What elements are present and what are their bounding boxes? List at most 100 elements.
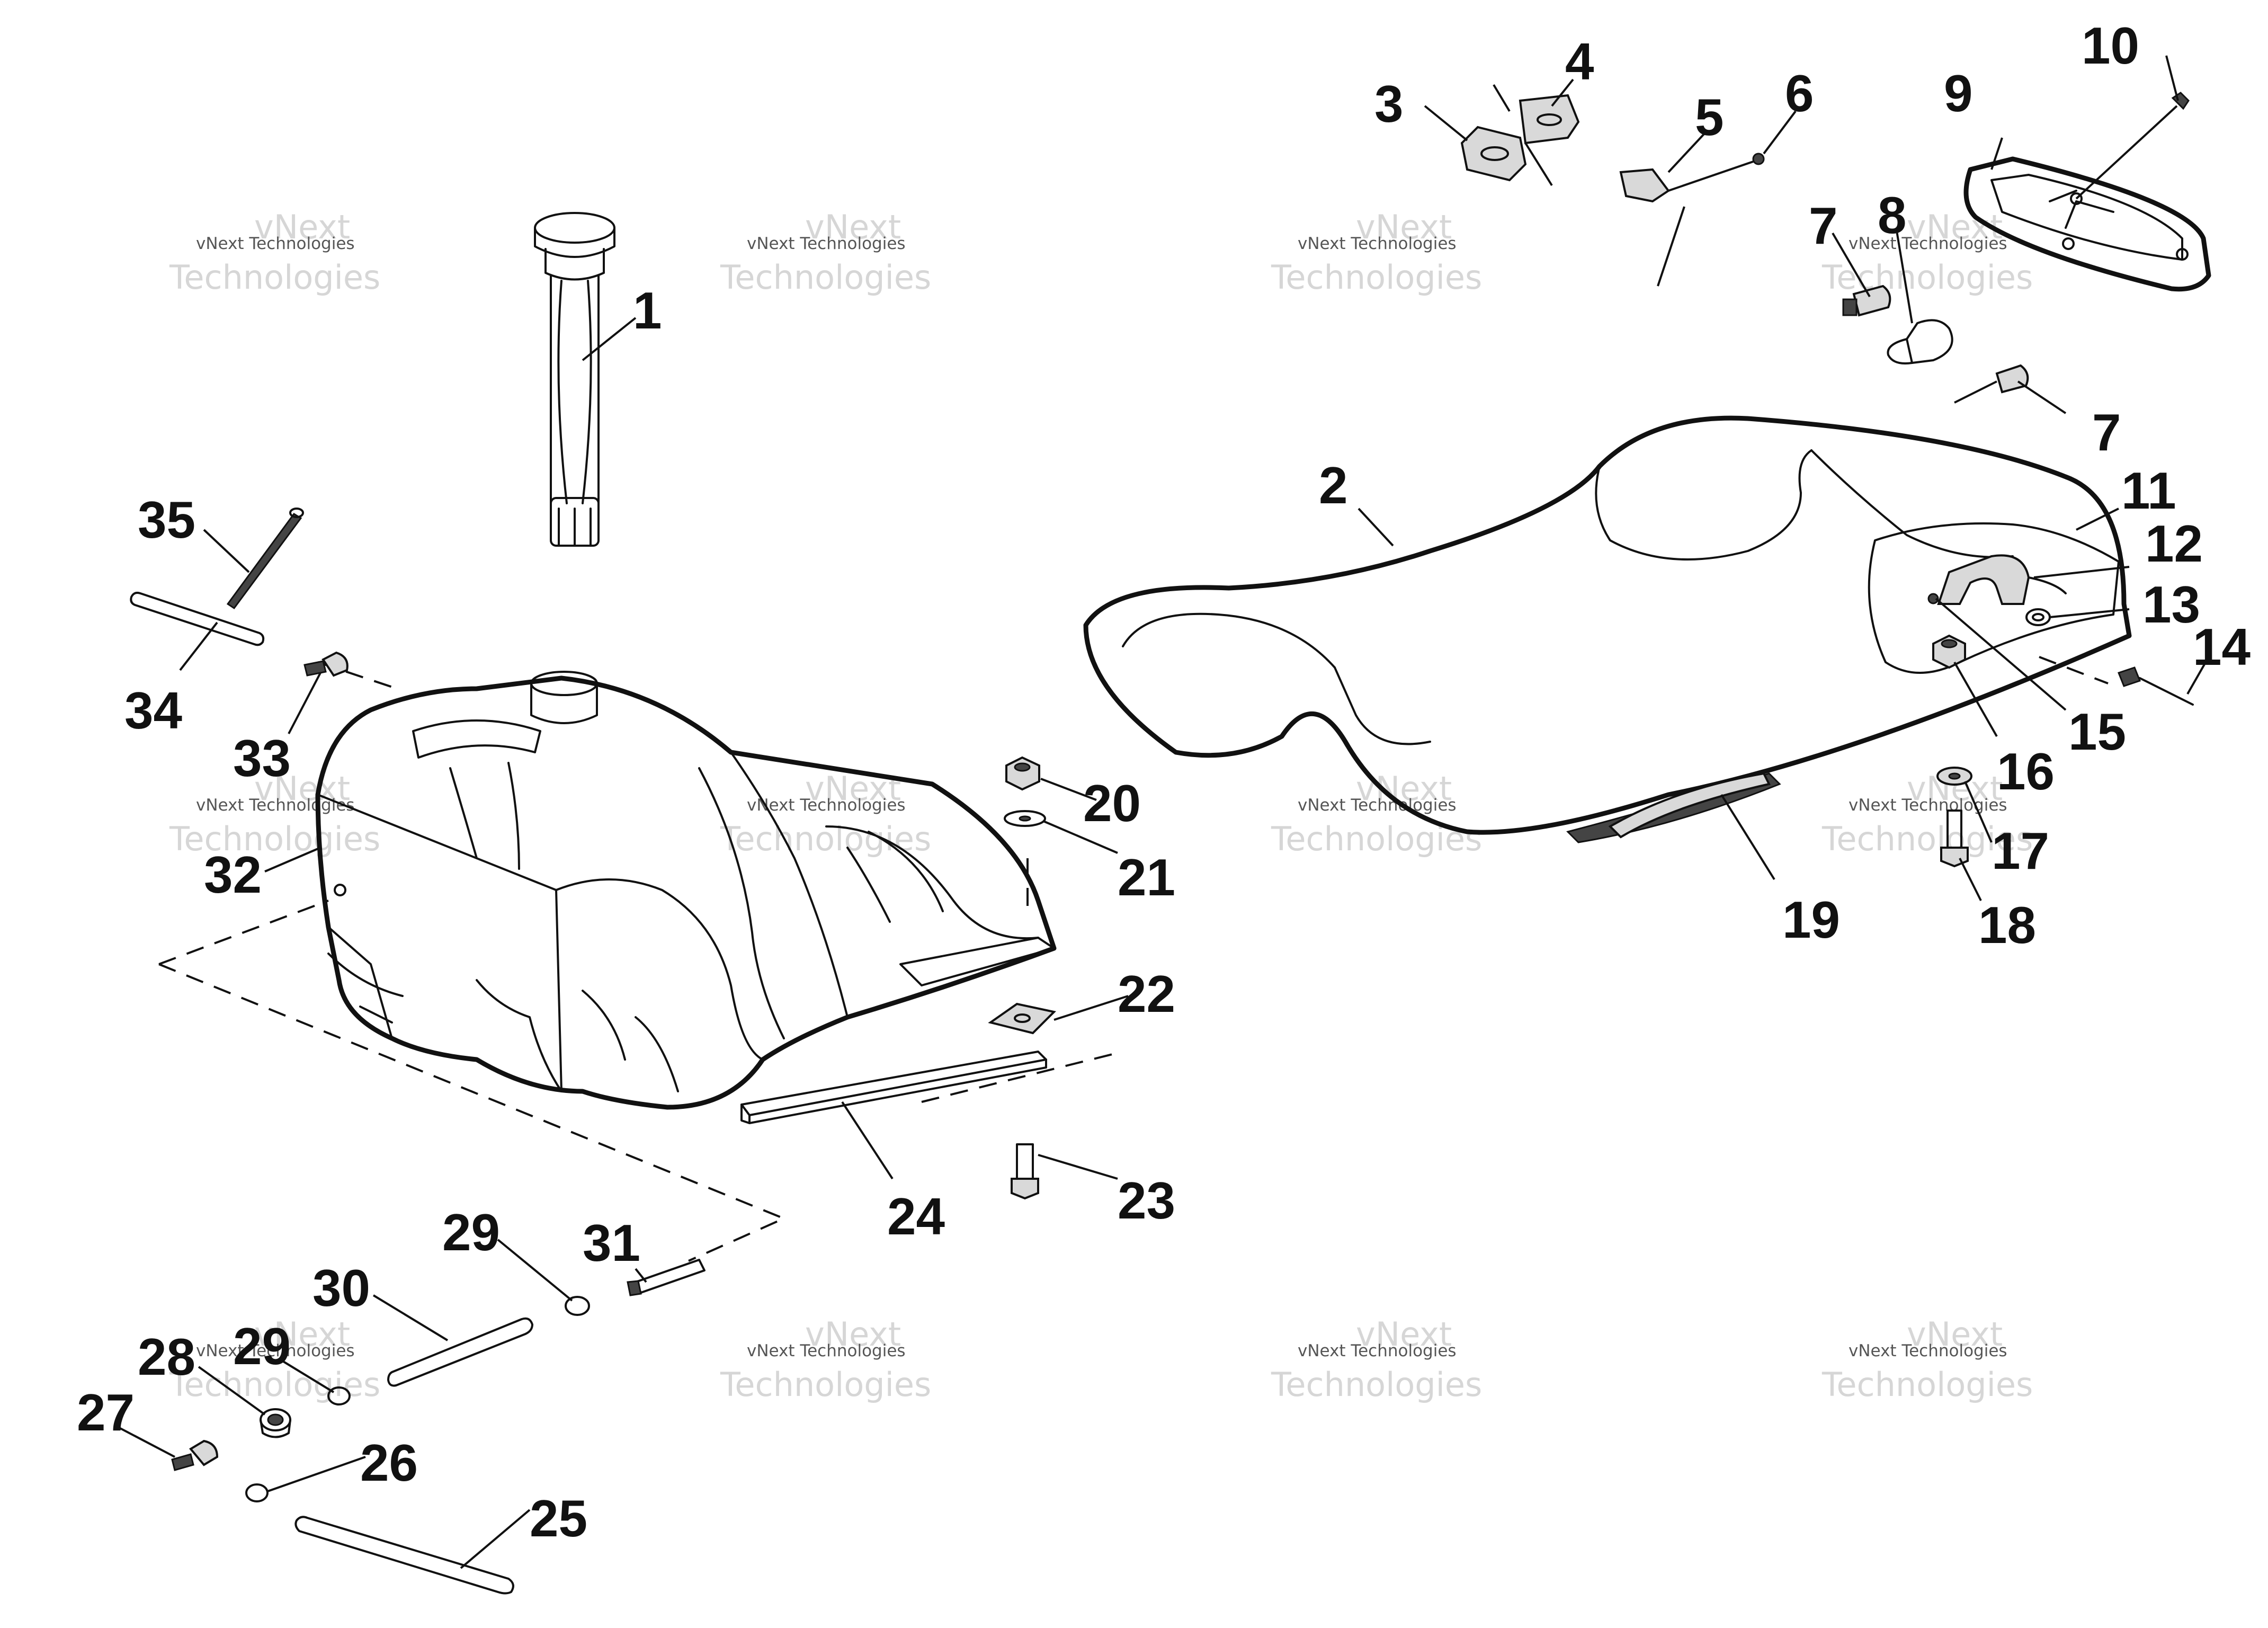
part-31-pin — [627, 1259, 706, 1296]
svg-text:vNext Technologies: vNext Technologies — [747, 796, 906, 815]
part-7-bulb-upper — [1842, 284, 1891, 317]
part-4-plate — [1493, 84, 1580, 186]
watermark: vNext vNext Technologies Technologies — [720, 208, 931, 297]
svg-text:vNext Technologies: vNext Technologies — [747, 234, 906, 253]
svg-text:Technologies: Technologies — [169, 820, 380, 858]
svg-text:Technologies: Technologies — [169, 258, 380, 297]
part-24-strip — [740, 1051, 1047, 1124]
watermark: vNext vNext Technologies Technologies — [1271, 208, 1482, 297]
callout-19: 19 — [1782, 891, 1840, 949]
part-8-bulb — [1887, 319, 1953, 364]
callout-29-lower: 29 — [233, 1317, 291, 1375]
callout-7-lower: 7 — [2092, 403, 2121, 461]
callout-13: 13 — [2142, 575, 2200, 634]
svg-text:Technologies: Technologies — [1821, 258, 2033, 297]
svg-text:vNext Technologies: vNext Technologies — [196, 796, 355, 815]
callout-31: 31 — [583, 1214, 640, 1272]
part-9-tail-light-housing — [1963, 156, 2211, 292]
callout-17: 17 — [1992, 822, 2049, 880]
svg-text:vNext Technologies: vNext Technologies — [1849, 796, 2007, 815]
svg-text:Technologies: Technologies — [1821, 820, 2033, 858]
callout-32: 32 — [204, 846, 262, 904]
svg-text:vNext Technologies: vNext Technologies — [1849, 1341, 2007, 1360]
callout-34: 34 — [124, 681, 182, 740]
assembly-lines — [158, 656, 2109, 1262]
svg-text:vNext Technologies: vNext Technologies — [1298, 796, 1457, 815]
watermark: vNext vNext Technologies Technologies — [720, 1315, 931, 1404]
callout-20: 20 — [1083, 774, 1141, 832]
watermark: vNext vNext Technologies Technologies — [1821, 208, 2033, 297]
callout-labels: 1 2 3 4 5 6 7 8 9 10 7 11 12 13 14 15 16… — [77, 16, 2251, 1547]
callout-2: 2 — [1319, 456, 1348, 514]
part-5-plate — [1619, 168, 1685, 287]
svg-text:Technologies: Technologies — [720, 1365, 931, 1404]
callout-26: 26 — [360, 1434, 418, 1492]
callout-33: 33 — [233, 729, 291, 787]
part-14-bolt — [2118, 666, 2194, 706]
part-19-fastener-strip — [1608, 772, 1771, 839]
svg-text:vNext Technologies: vNext Technologies — [747, 1341, 906, 1360]
svg-text:Technologies: Technologies — [1821, 1365, 2033, 1404]
part-6-screw — [1668, 153, 1765, 192]
callout-27: 27 — [77, 1383, 135, 1442]
callout-21: 21 — [1118, 848, 1175, 906]
svg-text:vNext Technologies: vNext Technologies — [1298, 234, 1457, 253]
callout-30: 30 — [312, 1259, 370, 1317]
part-30-rod — [387, 1317, 533, 1387]
svg-text:vNext: vNext — [1356, 1315, 1452, 1354]
svg-text:vNext: vNext — [1907, 1315, 2003, 1354]
callout-24: 24 — [887, 1187, 945, 1246]
callout-18: 18 — [1978, 896, 2036, 954]
svg-text:Technologies: Technologies — [1271, 258, 1482, 297]
svg-text:Technologies: Technologies — [1271, 1365, 1482, 1404]
part-32-fuel-tank — [315, 671, 1057, 1110]
part-26-bushing — [245, 1483, 269, 1502]
callout-8: 8 — [1878, 186, 1907, 244]
part-27-fitting — [171, 1439, 219, 1471]
part-29-bushing-lower — [327, 1386, 351, 1405]
watermark: vNext vNext Technologies Technologies — [1271, 769, 1482, 858]
callout-29-upper: 29 — [442, 1203, 500, 1261]
callout-7-upper: 7 — [1809, 197, 1838, 255]
callout-9: 9 — [1944, 64, 1973, 122]
callout-3: 3 — [1374, 75, 1404, 133]
leader-lines — [119, 55, 2210, 1569]
svg-text:vNext Technologies: vNext Technologies — [196, 234, 355, 253]
callout-5: 5 — [1695, 88, 1724, 146]
svg-text:vNext: vNext — [1356, 208, 1452, 246]
callout-25: 25 — [530, 1489, 587, 1547]
part-16-nut — [1932, 634, 1966, 669]
svg-text:vNext Technologies: vNext Technologies — [1298, 1341, 1457, 1360]
part-13-grommet — [2025, 608, 2051, 626]
part-3-pad — [1460, 126, 1527, 182]
part-7-bulb-lower — [1954, 364, 2029, 404]
callout-35: 35 — [138, 491, 195, 549]
callout-11: 11 — [2121, 461, 2176, 520]
part-20-nut — [1005, 756, 1040, 791]
part-28-grommet — [260, 1408, 291, 1438]
svg-text:Technologies: Technologies — [720, 258, 931, 297]
svg-text:vNext Technologies: vNext Technologies — [1849, 234, 2007, 253]
part-15-screw — [1927, 593, 1939, 604]
callout-23: 23 — [1118, 1171, 1175, 1230]
part-17-washer — [1936, 767, 1972, 786]
part-34-hose — [130, 591, 265, 646]
callout-15: 15 — [2068, 702, 2126, 761]
callout-1: 1 — [633, 281, 662, 340]
part-23-bolt — [1011, 1143, 1039, 1200]
svg-text:vNext: vNext — [254, 1315, 350, 1354]
callout-14: 14 — [2193, 618, 2251, 676]
callout-12: 12 — [2145, 514, 2203, 573]
part-25-rod — [294, 1516, 514, 1595]
part-33-fitting — [303, 651, 349, 677]
callout-16: 16 — [1997, 742, 2055, 800]
watermark: vNext vNext Technologies Technologies — [1271, 1315, 1482, 1404]
svg-text:vNext Technologies: vNext Technologies — [196, 1341, 355, 1360]
watermark: vNext vNext Technologies Technologies — [169, 208, 380, 297]
callout-4: 4 — [1565, 32, 1594, 91]
part-21-washer — [1004, 810, 1046, 827]
part-35-strap — [226, 508, 304, 610]
part-1-fuel-cap-sender — [534, 212, 615, 547]
callout-22: 22 — [1118, 965, 1175, 1023]
